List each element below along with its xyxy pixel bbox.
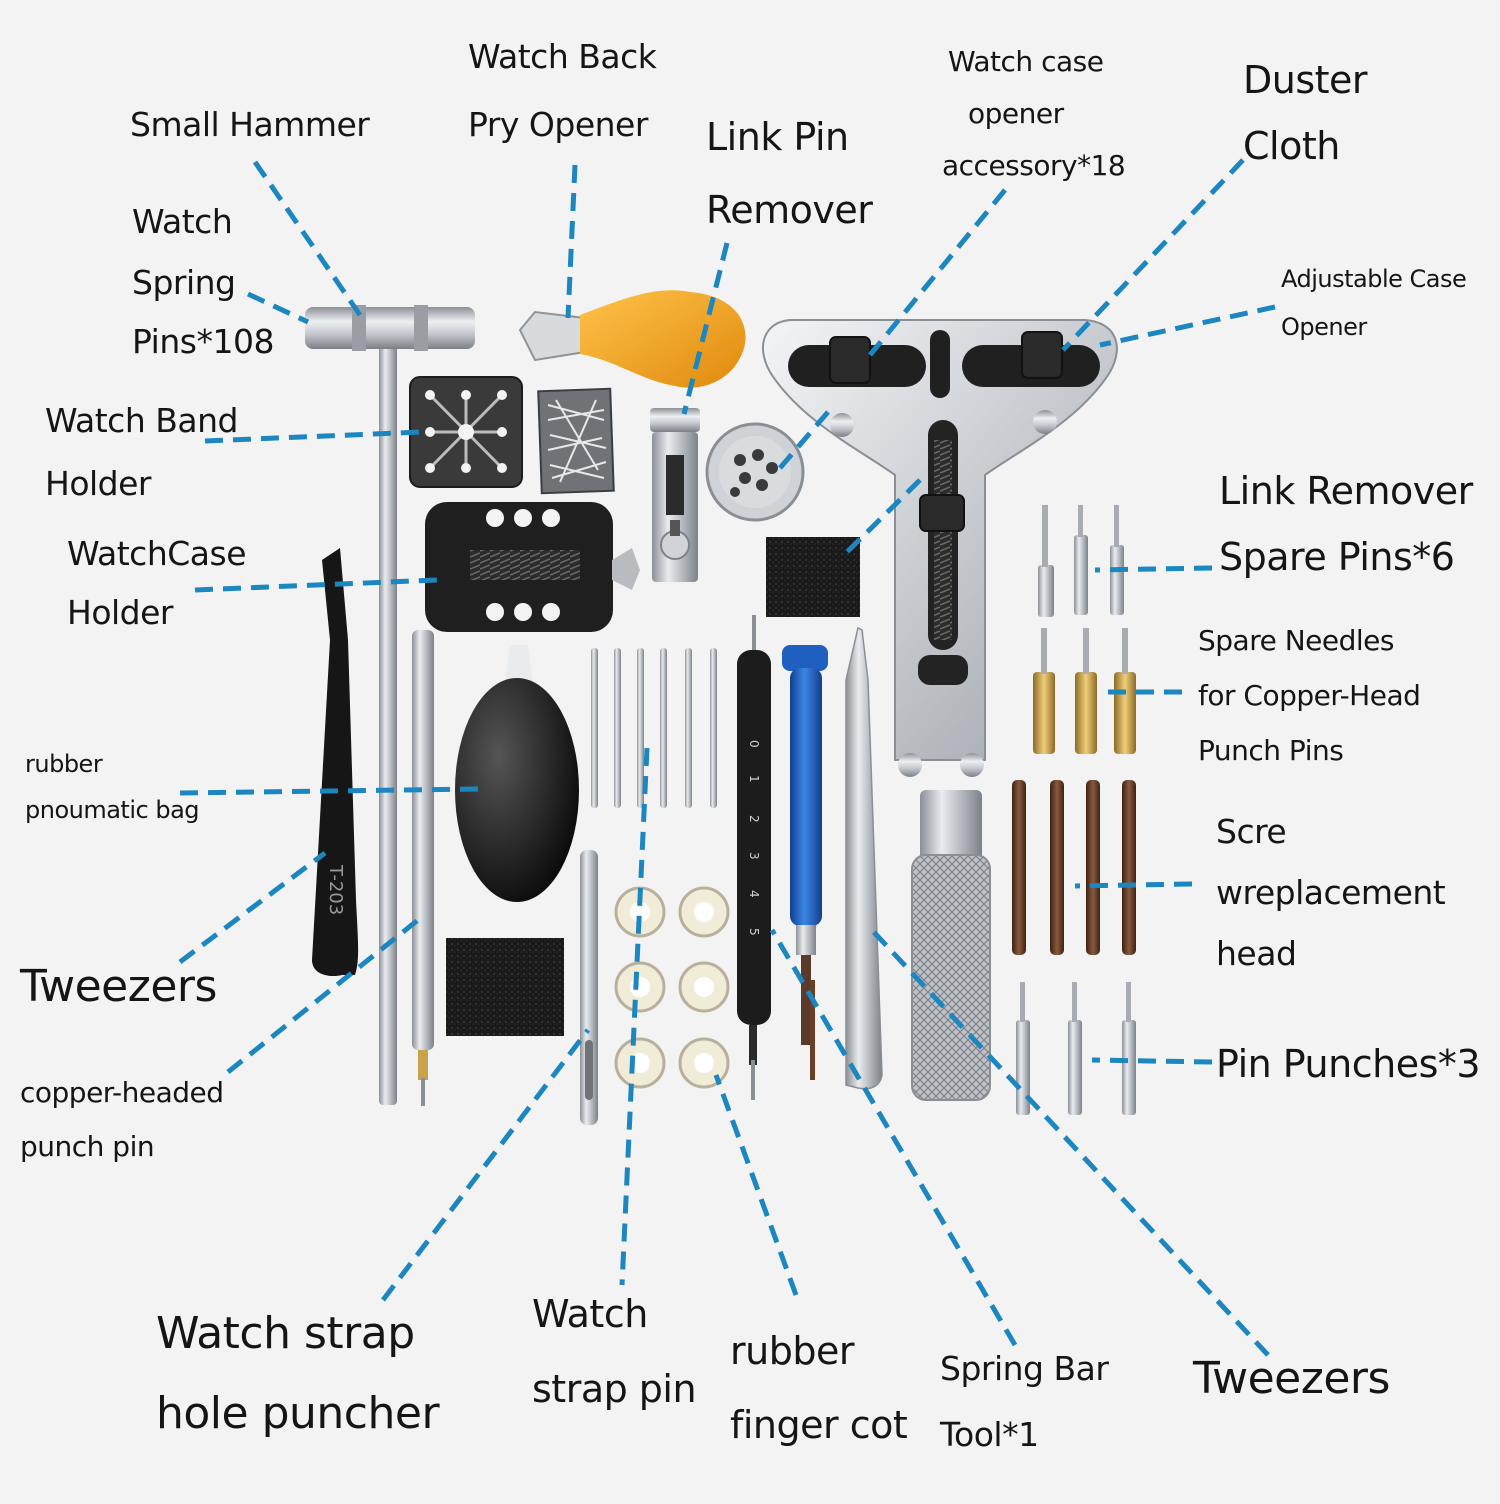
label-spring-pins-line2: Spring <box>132 263 236 302</box>
leader-pin-punches <box>1091 1057 1213 1065</box>
leader-spare-pins <box>1094 565 1213 573</box>
watchcase-holder <box>425 502 640 632</box>
leader-copper-pin <box>226 918 420 1074</box>
link-pin-remover <box>650 408 700 582</box>
leader-spring-pins <box>246 291 310 325</box>
small-hammer <box>305 305 475 1105</box>
leader-strap-pin <box>619 747 650 1286</box>
label-link-pin-line1: Link Pin <box>706 115 849 159</box>
label-strap-pin-line2: strap pin <box>532 1367 697 1411</box>
label-pry-opener-line2: Pry Opener <box>468 105 648 144</box>
label-pin-punches: Pin Punches*3 <box>1216 1042 1481 1086</box>
tweezers-black: T-203 <box>312 548 359 977</box>
leader-duster-cloth <box>1061 158 1245 352</box>
duster-cloth-large <box>446 938 564 1036</box>
leader-band-holder <box>204 429 423 444</box>
scale-mark: 1 <box>747 775 761 783</box>
leader-link-pin-remover <box>681 242 730 415</box>
label-screw-heads-line2: wreplacement <box>1216 873 1446 912</box>
leader-tweezers-left <box>178 851 327 964</box>
adjustable-case-opener <box>761 319 1118 1101</box>
label-accessory-line3: accessory*18 <box>942 149 1126 182</box>
watch-strap-pins <box>591 648 717 808</box>
label-tweezers-left: Tweezers <box>20 961 217 1012</box>
label-pry-opener-line1: Watch Back <box>468 37 657 76</box>
label-band-holder-line1: Watch Band <box>45 401 238 440</box>
leader-lines <box>178 158 1276 1357</box>
label-duster-line1: Duster <box>1243 58 1368 102</box>
label-link-pin-line2: Remover <box>706 188 873 232</box>
label-blower-line2: pnoumatic bag <box>25 796 200 824</box>
link-remover-spare-pins <box>1038 505 1124 617</box>
label-spare-pins-line1: Link Remover <box>1219 469 1473 513</box>
label-adjustable-line1: Adjustable Case <box>1281 265 1467 293</box>
leader-small-cloth <box>844 478 922 555</box>
label-watchcase-holder-line1: WatchCase <box>67 534 247 573</box>
duster-cloth <box>766 537 860 617</box>
label-strap-pin-line1: Watch <box>532 1292 648 1336</box>
screw-replacement-heads <box>1012 780 1136 955</box>
scale-mark: 3 <box>747 852 761 860</box>
label-finger-cot-line1: rubber <box>730 1329 854 1373</box>
label-screw-heads-line1: Scre <box>1216 812 1287 851</box>
label-spare-needles-line3: Punch Pins <box>1198 734 1344 767</box>
label-blower-line1: rubber <box>25 750 103 778</box>
label-hole-puncher-line2: hole puncher <box>156 1388 440 1439</box>
label-finger-cot-line2: finger cot <box>730 1403 908 1447</box>
label-duster-line2: Cloth <box>1243 124 1340 168</box>
leader-blower <box>179 786 479 796</box>
leader-finger-cot <box>713 1074 799 1296</box>
label-band-holder-line2: Holder <box>45 464 152 503</box>
label-spring-pins-line1: Watch <box>132 202 233 241</box>
spring-bar-tool <box>810 980 815 1080</box>
leader-screw-heads <box>1074 881 1193 889</box>
label-spring-pins-line3: Pins*108 <box>132 322 274 361</box>
label-tweezers-right: Tweezers <box>1193 1353 1390 1404</box>
label-watchcase-holder-line2: Holder <box>67 593 174 632</box>
blue-screwdriver <box>782 645 828 1045</box>
label-copper-pin-line1: copper-headed <box>20 1076 224 1109</box>
tweezers-engraving: T-203 <box>325 864 346 915</box>
leader-small-hammer <box>252 160 363 317</box>
scale-mark: 4 <box>747 890 761 898</box>
leader-tweezers-right <box>868 926 1270 1357</box>
rubber-blower <box>455 645 579 902</box>
label-screw-heads-line3: head <box>1216 934 1297 973</box>
pin-punches <box>1016 982 1136 1115</box>
label-accessory-line1: Watch case <box>948 45 1104 78</box>
label-spare-pins-line2: Spare Pins*6 <box>1219 535 1455 579</box>
leader-adjustable-opener <box>1099 304 1276 348</box>
leader-pry-opener <box>565 164 578 319</box>
leader-accessory-box <box>778 410 830 470</box>
rubber-finger-cots <box>614 886 730 1089</box>
label-spring-bar-line1: Spring Bar <box>940 1349 1109 1388</box>
label-accessory-line2: opener <box>968 97 1064 130</box>
tweezers-silver <box>845 626 883 1090</box>
label-copper-pin-line2: punch pin <box>20 1130 155 1163</box>
label-small-hammer: Small Hammer <box>130 105 370 144</box>
watch-band-holder <box>409 376 523 488</box>
label-hole-puncher-line1: Watch strap <box>156 1308 415 1359</box>
accessory-box <box>705 422 805 522</box>
strap-hole-puncher <box>580 850 598 1125</box>
leader-spring-bar <box>769 928 1018 1347</box>
label-adjustable-line2: Opener <box>1281 313 1367 341</box>
copper-headed-punch-pin <box>412 630 434 1106</box>
leader-case-opener-accessory <box>868 188 1007 357</box>
scale-mark: 5 <box>747 928 761 936</box>
scale-mark: 2 <box>747 815 761 823</box>
leader-hole-puncher <box>381 1028 590 1302</box>
label-spare-needles-line2: for Copper-Head <box>1198 679 1421 712</box>
spring-pins-box <box>537 387 615 495</box>
precision-screwdriver: 0 1 2 3 4 5 <box>737 615 771 1100</box>
label-spring-bar-line2: Tool*1 <box>940 1415 1039 1454</box>
scale-mark: 0 <box>747 740 761 748</box>
pry-opener <box>518 290 746 388</box>
label-spare-needles-line1: Spare Needles <box>1198 624 1395 657</box>
leader-watchcase-holder <box>194 577 438 593</box>
